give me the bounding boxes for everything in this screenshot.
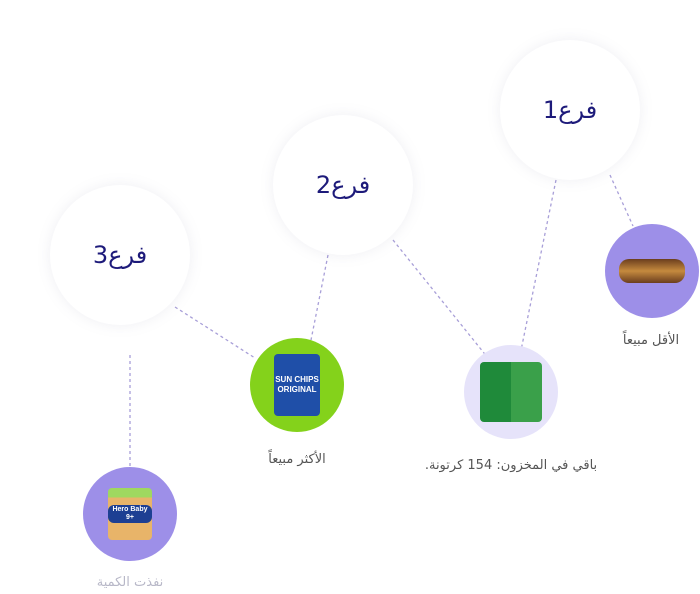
branch-3-node[interactable]: فرع3: [50, 185, 190, 325]
product-kabsa[interactable]: [464, 345, 558, 439]
branch-2-node[interactable]: فرع2: [273, 115, 413, 255]
branch-label: فرع3: [92, 241, 148, 269]
hero-baby-brand-text: Hero Baby 9+: [108, 505, 152, 523]
hero-baby-jar-image: Hero Baby 9+: [108, 488, 152, 540]
connector-line: [174, 306, 256, 359]
connector-line: [518, 179, 557, 361]
sun-chips-brand-text: SUN CHIPS ORIGINAL: [275, 375, 319, 394]
branch-label: فرع2: [315, 171, 371, 199]
out-of-stock-label: نفذت الكمية: [96, 575, 164, 590]
cookie-package-image: [619, 259, 685, 283]
connector-line: [609, 174, 634, 227]
stock-remaining-label: باقي في المخزون: 154 كرتونة.: [424, 458, 598, 473]
kabsa-package-image: [480, 362, 542, 422]
branch-1-node[interactable]: فرع1: [500, 40, 640, 180]
product-sun-chips[interactable]: SUN CHIPS ORIGINAL: [250, 338, 344, 432]
product-hero-baby[interactable]: Hero Baby 9+: [83, 467, 177, 561]
branch-label: فرع1: [542, 96, 598, 124]
most-sold-label: الأكثر مبيعاً: [268, 452, 326, 467]
connector-line: [392, 239, 489, 359]
connector-line: [310, 254, 329, 341]
least-sold-label: الأقل مبيعاً: [622, 333, 680, 348]
sun-chips-package-image: SUN CHIPS ORIGINAL: [274, 354, 320, 416]
product-cookie[interactable]: [605, 224, 699, 318]
